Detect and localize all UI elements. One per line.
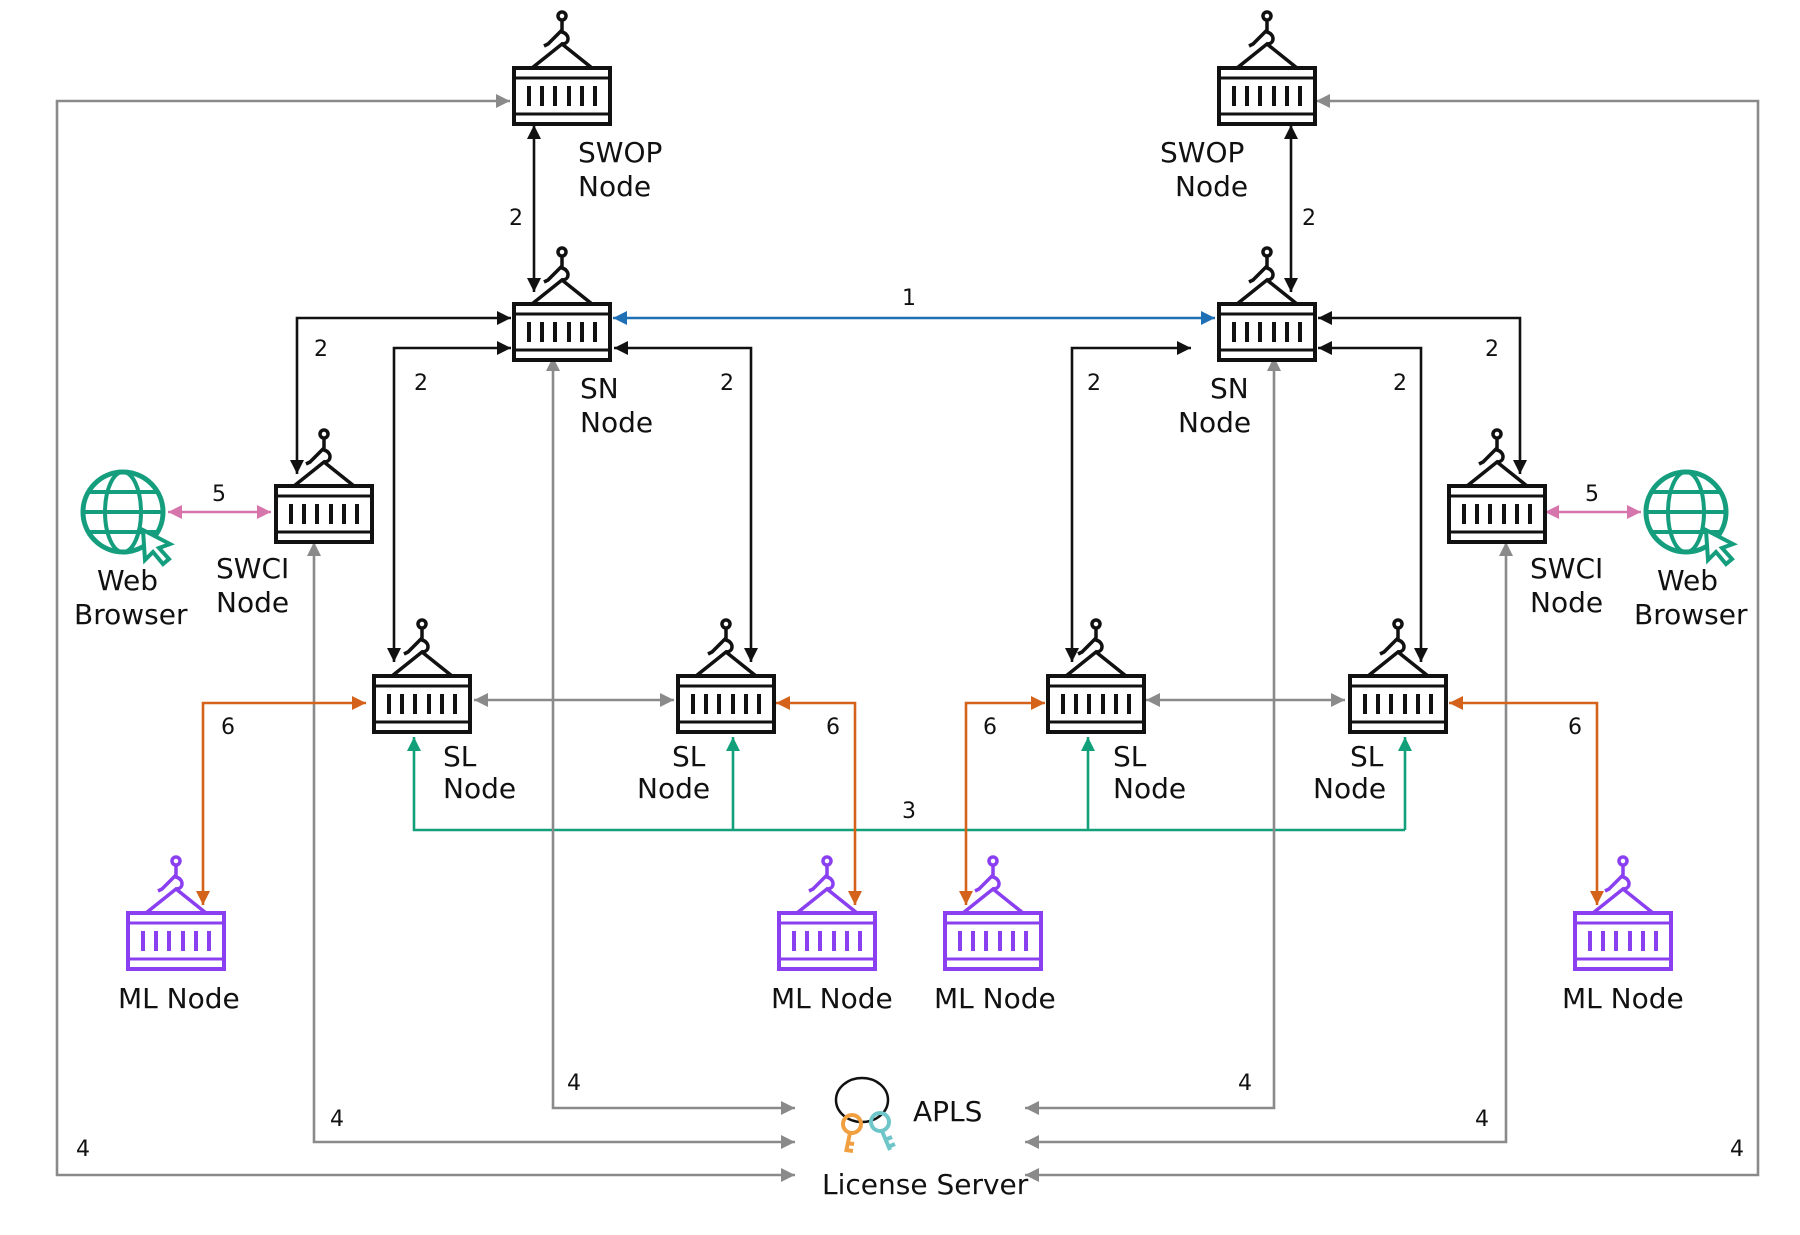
num-sl1-sn-left: 2 bbox=[414, 371, 428, 396]
num-lic-sn-left: 4 bbox=[567, 1071, 581, 1096]
license-sn-left bbox=[546, 357, 795, 1115]
num-swci-sn-left: 2 bbox=[314, 337, 328, 362]
sl-2-label: SL bbox=[672, 740, 706, 773]
web-right-link bbox=[1545, 505, 1641, 519]
num-web-left: 5 bbox=[212, 482, 226, 507]
swop-sn-left-link bbox=[527, 125, 541, 292]
ml-1-label: ML Node bbox=[118, 982, 240, 1015]
num-lic-outer-left: 4 bbox=[76, 1137, 90, 1162]
num-ml-2: 6 bbox=[826, 715, 840, 740]
sl-3-label: SL bbox=[1113, 740, 1147, 773]
ml-3-label: ML Node bbox=[934, 982, 1056, 1015]
web-left-label-2: Browser bbox=[74, 598, 188, 631]
web-left-label: Web bbox=[97, 564, 158, 597]
ml-2-link bbox=[776, 696, 862, 905]
web-left-globe-icon bbox=[83, 472, 170, 564]
num-lic-sn-right: 4 bbox=[1238, 1071, 1252, 1096]
swop-right-container-icon bbox=[1217, 10, 1317, 126]
num-web-right: 5 bbox=[1585, 482, 1599, 507]
apls-label: APLS bbox=[913, 1095, 982, 1128]
sl-3-container-icon bbox=[1046, 618, 1146, 734]
sl-4-label-2: Node bbox=[1313, 772, 1386, 805]
ml-2-label: ML Node bbox=[771, 982, 893, 1015]
sn-right-label: SN bbox=[1210, 372, 1249, 405]
sn-left-label: SN bbox=[580, 372, 619, 405]
web-right-label: Web bbox=[1657, 564, 1718, 597]
num-sl4-sn-right: 2 bbox=[1393, 371, 1407, 396]
sl3-sn-right-link bbox=[1065, 341, 1191, 662]
swci-sn-left-link bbox=[290, 311, 511, 474]
sn-left-container-icon bbox=[512, 246, 612, 362]
num-swci-sn-right: 2 bbox=[1485, 337, 1499, 362]
connector-lines bbox=[55, 94, 1760, 1182]
sn-peer-link bbox=[613, 311, 1215, 325]
num-lic-swci-right: 4 bbox=[1475, 1107, 1489, 1132]
swop-left-label-2: Node bbox=[578, 170, 651, 203]
ml-4-label: ML Node bbox=[1562, 982, 1684, 1015]
num-ml-3: 6 bbox=[983, 715, 997, 740]
swci-left-container-icon bbox=[274, 428, 374, 544]
web-left-link bbox=[168, 505, 271, 519]
num-sl-bus: 3 bbox=[902, 799, 916, 824]
sl-1-label: SL bbox=[443, 740, 477, 773]
web-right-globe-icon bbox=[1646, 472, 1733, 564]
swci-right-container-icon bbox=[1447, 428, 1547, 544]
swci-left-label-2: Node bbox=[216, 586, 289, 619]
license-swci-right bbox=[1025, 542, 1513, 1149]
ml-1-container-icon bbox=[126, 855, 226, 971]
sl-3-label-2: Node bbox=[1113, 772, 1186, 805]
sl-bus-drop-3 bbox=[1081, 737, 1095, 830]
license-sn-right bbox=[1025, 357, 1281, 1115]
license-swci-left bbox=[307, 542, 795, 1149]
license-outer-left bbox=[55, 94, 795, 1182]
swop-sn-right-link bbox=[1284, 125, 1298, 292]
sl-4-label: SL bbox=[1350, 740, 1384, 773]
sn-left-label-2: Node bbox=[580, 406, 653, 439]
swop-left-container-icon bbox=[512, 10, 612, 126]
license-server-label: License Server bbox=[822, 1168, 1029, 1201]
sl-1-container-icon bbox=[372, 618, 472, 734]
sl-2-container-icon bbox=[676, 618, 776, 734]
license-outer-right bbox=[1025, 94, 1760, 1182]
num-lic-swci-left: 4 bbox=[330, 1107, 344, 1132]
ml-4-container-icon bbox=[1573, 855, 1673, 971]
sl-bus-drop-4 bbox=[1398, 737, 1412, 830]
sl-4-container-icon bbox=[1348, 618, 1448, 734]
num-sl3-sn-right: 2 bbox=[1087, 371, 1101, 396]
swop-right-label: SWOP bbox=[1160, 136, 1244, 169]
ml-2-container-icon bbox=[777, 855, 877, 971]
sl4-sn-right-link bbox=[1318, 341, 1428, 662]
swop-left-label: SWOP bbox=[578, 136, 662, 169]
node-icons bbox=[83, 10, 1733, 971]
web-right-label-2: Browser bbox=[1634, 598, 1748, 631]
sl-bus bbox=[407, 737, 1405, 832]
ml-1-link bbox=[196, 696, 366, 905]
swci-sn-right-link bbox=[1318, 311, 1527, 474]
num-ml-4: 6 bbox=[1568, 715, 1582, 740]
num-swop-sn-left: 2 bbox=[509, 206, 523, 231]
ml-3-link bbox=[959, 696, 1045, 905]
sl2-sn-left-link bbox=[614, 341, 758, 662]
ml-3-container-icon bbox=[943, 855, 1043, 971]
swop-right-label-2: Node bbox=[1175, 170, 1248, 203]
sl-bus-drop-2 bbox=[726, 737, 740, 830]
sl-left-peer-link bbox=[474, 693, 674, 707]
swci-right-label-2: Node bbox=[1530, 586, 1603, 619]
sl-right-peer-link bbox=[1146, 693, 1345, 707]
num-swop-sn-right: 2 bbox=[1302, 206, 1316, 231]
num-sl2-sn-left: 2 bbox=[720, 371, 734, 396]
sn-right-label-2: Node bbox=[1178, 406, 1251, 439]
sl-2-label-2: Node bbox=[637, 772, 710, 805]
license-key-icon bbox=[834, 1076, 896, 1153]
sn-right-container-icon bbox=[1217, 246, 1317, 362]
num-sn-peer: 1 bbox=[902, 286, 916, 311]
sl-1-label-2: Node bbox=[443, 772, 516, 805]
swci-right-label: SWCI bbox=[1530, 552, 1603, 585]
sl1-sn-left-link bbox=[387, 341, 511, 662]
num-lic-outer-right: 4 bbox=[1730, 1137, 1744, 1162]
ml-4-link bbox=[1449, 696, 1604, 905]
num-ml-1: 6 bbox=[221, 715, 235, 740]
swci-left-label: SWCI bbox=[216, 552, 289, 585]
